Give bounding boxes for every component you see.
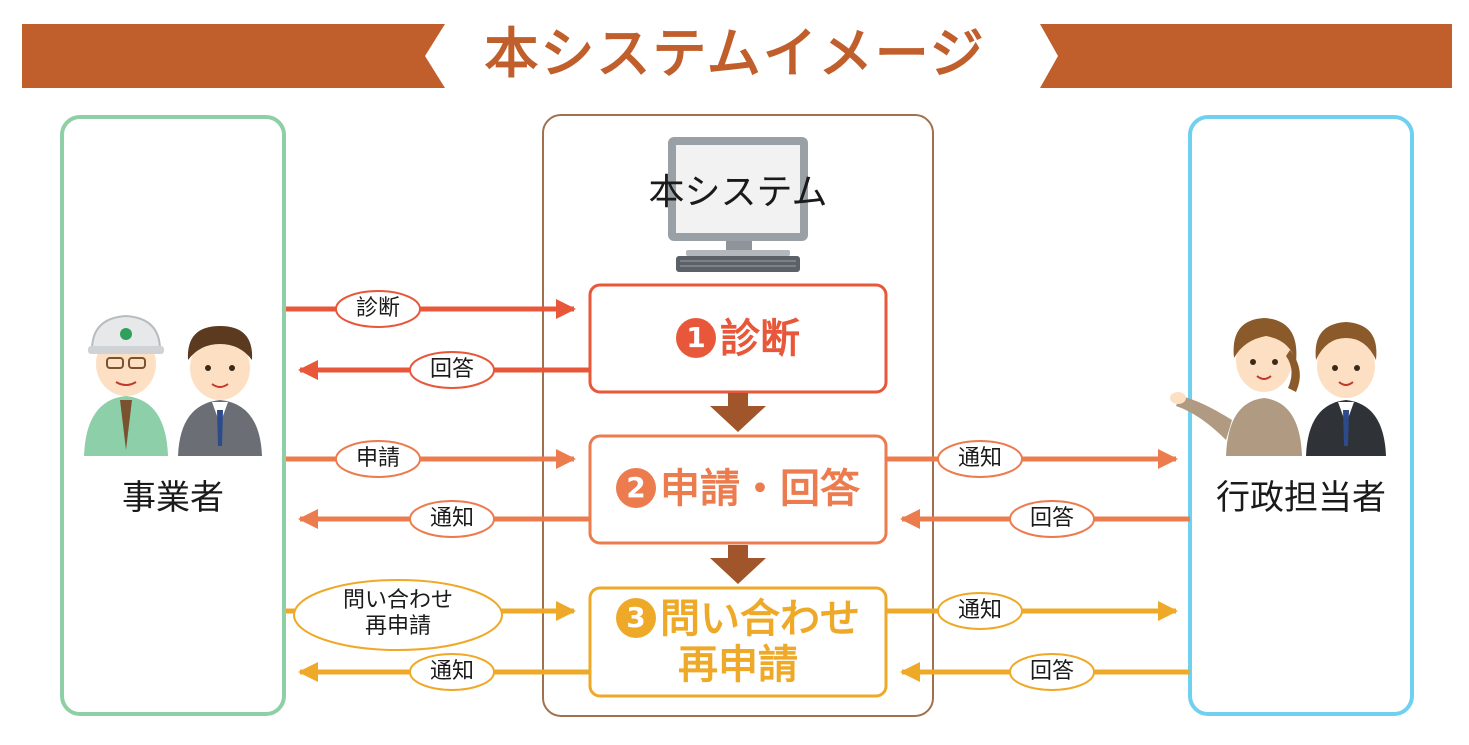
step3-label-line2: 再申請 xyxy=(678,642,798,688)
pill-a5 xyxy=(293,579,503,651)
pill-a4 xyxy=(409,500,495,538)
arrow-a1-label: 診断 xyxy=(355,296,400,321)
arrow-a5-label: 問い合わせ 再申請 xyxy=(300,588,496,640)
arrow-a5-label-line1: 問い合わせ xyxy=(342,588,453,613)
step3-box xyxy=(588,586,888,698)
down-arrow-1 xyxy=(710,393,766,432)
pill-a2 xyxy=(409,351,495,389)
banner-title: 本システムイメージ xyxy=(484,22,986,85)
step1-label: 診断 xyxy=(720,316,800,362)
pill-a6 xyxy=(409,653,495,691)
arrow-b4-label: 回答 xyxy=(1029,659,1074,684)
arrow-b1-label: 通知 xyxy=(957,446,1002,471)
pill-a3 xyxy=(335,440,421,478)
step1-number: 1 xyxy=(676,318,716,358)
step2-box xyxy=(588,434,888,545)
arrow-a3-label: 申請 xyxy=(355,446,400,471)
administrative-staff-label: 行政担当者 xyxy=(1216,478,1386,518)
step3-label-line1: 問い合わせ xyxy=(660,596,860,642)
business-operators-illustration xyxy=(84,314,262,456)
computer-icon xyxy=(668,137,808,272)
step3-number: 3 xyxy=(616,598,656,638)
business-operator-label: 事業者 xyxy=(122,478,224,518)
down-arrow-2 xyxy=(710,545,766,584)
left-panel-frame xyxy=(60,115,286,716)
step2-label: 申請・回答 xyxy=(660,466,860,512)
pill-a1 xyxy=(335,290,421,328)
arrow-a6-label: 通知 xyxy=(429,659,474,684)
arrow-b3-label: 通知 xyxy=(957,598,1002,623)
pill-b3 xyxy=(937,592,1023,630)
pill-b1 xyxy=(937,440,1023,478)
arrow-a2-label: 回答 xyxy=(429,357,474,382)
step1-box xyxy=(588,283,888,394)
banner-right-band xyxy=(1040,24,1452,88)
right-panel-frame xyxy=(1188,115,1414,716)
pill-b2 xyxy=(1009,500,1095,538)
step2-number: 2 xyxy=(616,468,656,508)
arrow-b2-label: 回答 xyxy=(1029,506,1074,531)
arrow-a5-label-line2: 再申請 xyxy=(364,614,431,639)
arrow-a4-label: 通知 xyxy=(429,506,474,531)
pill-b4 xyxy=(1009,653,1095,691)
banner-left-band xyxy=(22,24,445,88)
administrative-staff-illustration xyxy=(1170,318,1386,456)
system-label: 本システム xyxy=(648,172,828,213)
